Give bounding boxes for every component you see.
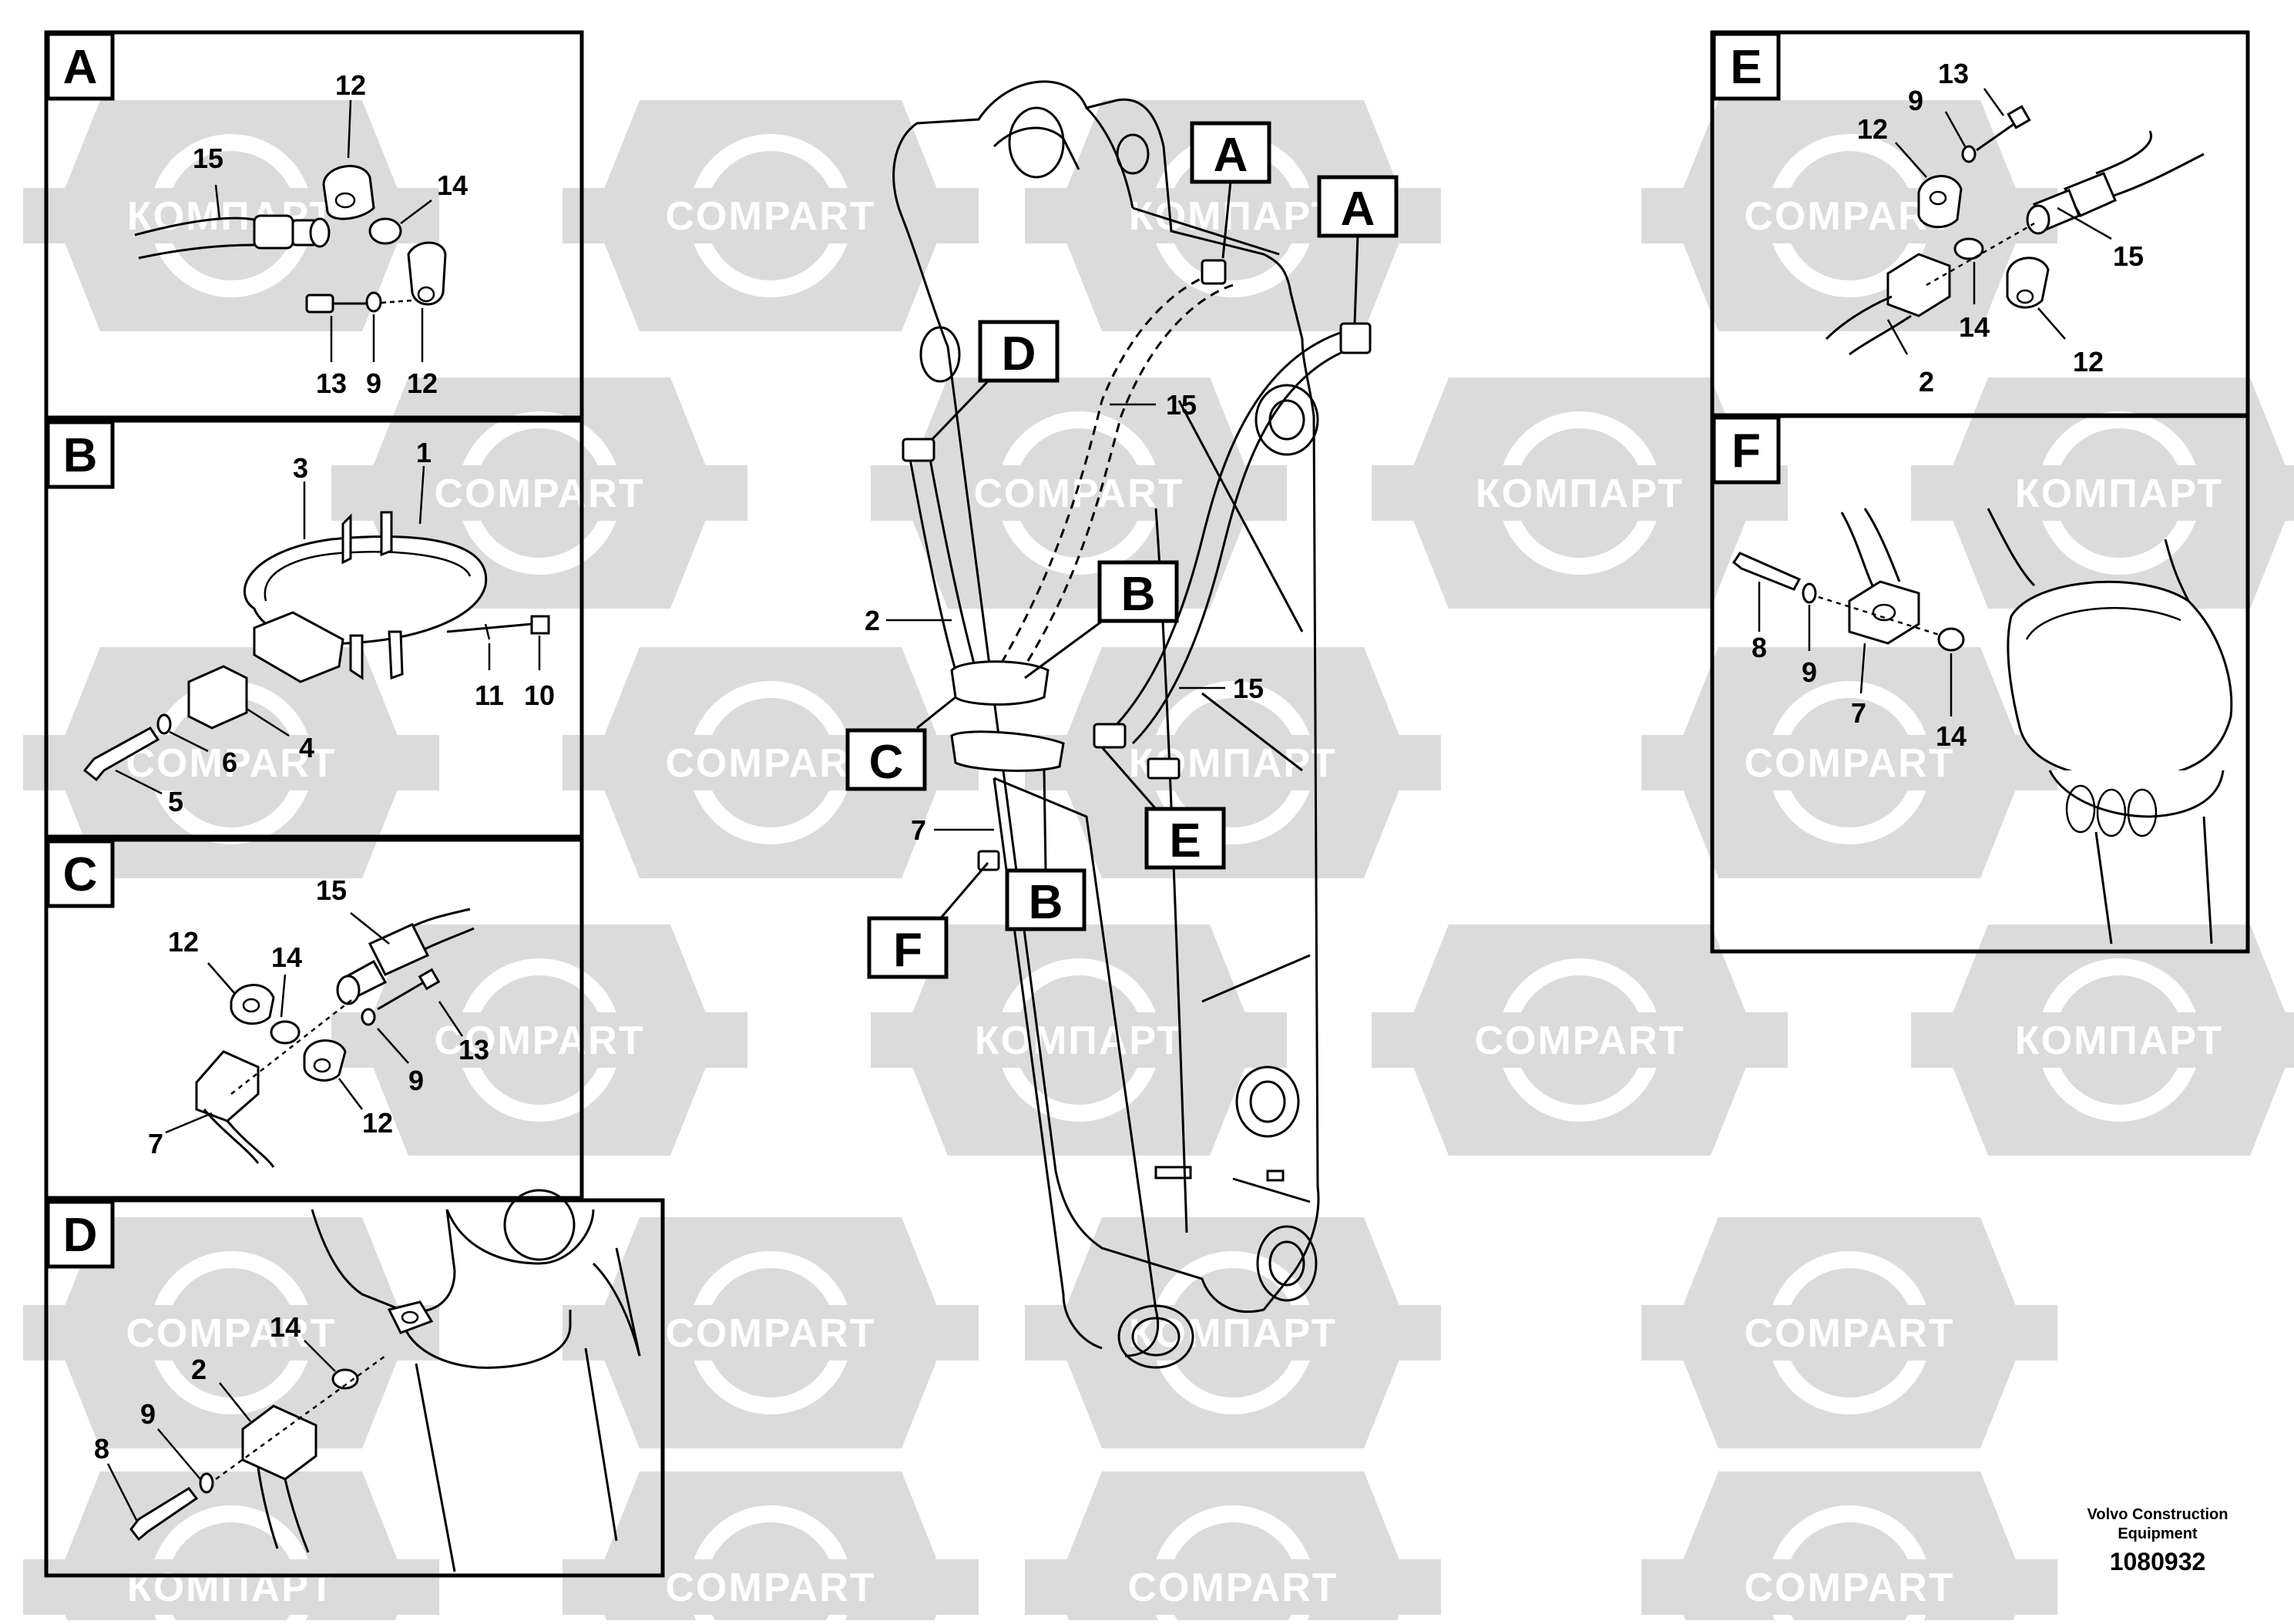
watermark-text: COMPART <box>665 741 875 786</box>
detail-d-label: D <box>63 1209 98 1262</box>
part-number: 13 <box>458 1034 489 1065</box>
part-number: 15 <box>2113 240 2144 272</box>
watermark-text: COMPART <box>1474 1018 1684 1063</box>
part-number: 2 <box>865 605 880 636</box>
callout-c: C <box>869 736 904 789</box>
main-callouts: A A D B C E B F <box>845 121 1399 979</box>
part-number: 8 <box>94 1433 109 1465</box>
watermark-text: КОМПАРТ <box>127 1565 335 1610</box>
watermark-text: COMPART <box>1127 1565 1338 1610</box>
part-number: 15 <box>1233 673 1264 704</box>
part-number: 13 <box>316 367 347 399</box>
part-number: 12 <box>407 367 438 399</box>
company-name: Volvo Construction <box>2087 1506 2229 1523</box>
part-number: 12 <box>335 69 366 101</box>
watermark-text: COMPART <box>973 471 1184 516</box>
detail-c-panel: C 15 12 14 13 9 12 7 <box>44 837 584 1200</box>
watermark-text: COMPART <box>1744 1565 1954 1610</box>
part-number: 7 <box>148 1128 163 1159</box>
watermark-text: КОМПАРТ <box>2015 1018 2223 1063</box>
part-number: 9 <box>1802 656 1817 688</box>
detail-e-panel: E 13 9 12 15 14 12 <box>1710 30 2250 418</box>
watermark-text: КОМПАРТ <box>2015 471 2223 516</box>
boom-assembly <box>892 80 1372 1369</box>
part-number: 9 <box>366 367 381 399</box>
part-number: 14 <box>271 941 302 973</box>
part-number: 12 <box>168 926 199 958</box>
watermark-text: COMPART <box>1744 741 1954 786</box>
part-number: 12 <box>1857 113 1888 145</box>
callout-a: A <box>1214 129 1248 182</box>
part-number: 9 <box>1908 85 1923 116</box>
footer: Volvo Construction Equipment 1080932 <box>2087 1506 2229 1575</box>
part-number: 15 <box>316 874 347 906</box>
part-number: 9 <box>140 1398 156 1430</box>
part-number: 9 <box>408 1065 424 1096</box>
part-number: 14 <box>437 169 468 201</box>
part-number: 6 <box>222 747 237 778</box>
part-number: 12 <box>2073 346 2104 377</box>
callout-a: A <box>1341 183 1375 236</box>
detail-a-panel: A 15 12 14 13 9 12 <box>44 30 584 420</box>
detail-e-label: E <box>1730 41 1762 94</box>
detail-f-label: F <box>1731 424 1761 478</box>
part-number: 1 <box>416 437 432 468</box>
watermark-text: COMPART <box>126 1311 336 1356</box>
watermark-text: COMPART <box>126 741 336 786</box>
callout-b: B <box>1121 568 1156 621</box>
watermark-text: COMPART <box>665 1311 875 1356</box>
watermark-text: COMPART <box>665 194 875 239</box>
part-number: 2 <box>191 1354 207 1385</box>
part-number: 8 <box>1752 632 1767 663</box>
part-number: 14 <box>270 1311 301 1343</box>
callout-d: D <box>1002 327 1036 381</box>
watermark-text: COMPART <box>665 1565 875 1610</box>
company-name-line2: Equipment <box>2118 1525 2198 1542</box>
detail-b-label: B <box>63 429 98 482</box>
detail-c-label: C <box>63 848 98 901</box>
part-number: 15 <box>1166 389 1197 421</box>
part-number: 13 <box>1938 58 1969 89</box>
part-number: 2 <box>1919 366 1934 398</box>
part-number: 7 <box>1851 697 1866 729</box>
callout-b: B <box>1029 876 1063 929</box>
part-number: 4 <box>299 732 314 763</box>
detail-f-panel: F 8 9 7 14 <box>1710 414 2250 954</box>
drawing-number: 1080932 <box>2110 1548 2206 1575</box>
watermark-text: КОМПАРТ <box>975 1018 1183 1063</box>
watermark-text: COMPART <box>434 471 644 516</box>
detail-d-panel: D 14 2 9 8 <box>44 1189 665 1578</box>
part-number: 11 <box>475 679 504 711</box>
part-number: 7 <box>911 814 926 846</box>
part-number: 3 <box>293 452 308 484</box>
part-number: 5 <box>168 786 183 817</box>
watermark-text: КОМПАРТ <box>1476 471 1684 516</box>
callout-f: F <box>893 924 922 977</box>
detail-b-panel: B 3 1 11 10 6 4 5 <box>44 418 584 839</box>
part-number: 15 <box>193 143 223 174</box>
callout-e: E <box>1169 814 1201 867</box>
part-number: 14 <box>1936 720 1967 752</box>
watermark-text: COMPART <box>434 1018 644 1063</box>
part-number: 10 <box>524 679 555 711</box>
detail-a-label: A <box>63 41 98 94</box>
part-number: 12 <box>362 1107 393 1139</box>
watermark-text: COMPART <box>1744 1311 1954 1356</box>
part-number: 14 <box>1959 311 1990 343</box>
main-part-labels: 15 2 15 7 <box>865 389 1264 846</box>
